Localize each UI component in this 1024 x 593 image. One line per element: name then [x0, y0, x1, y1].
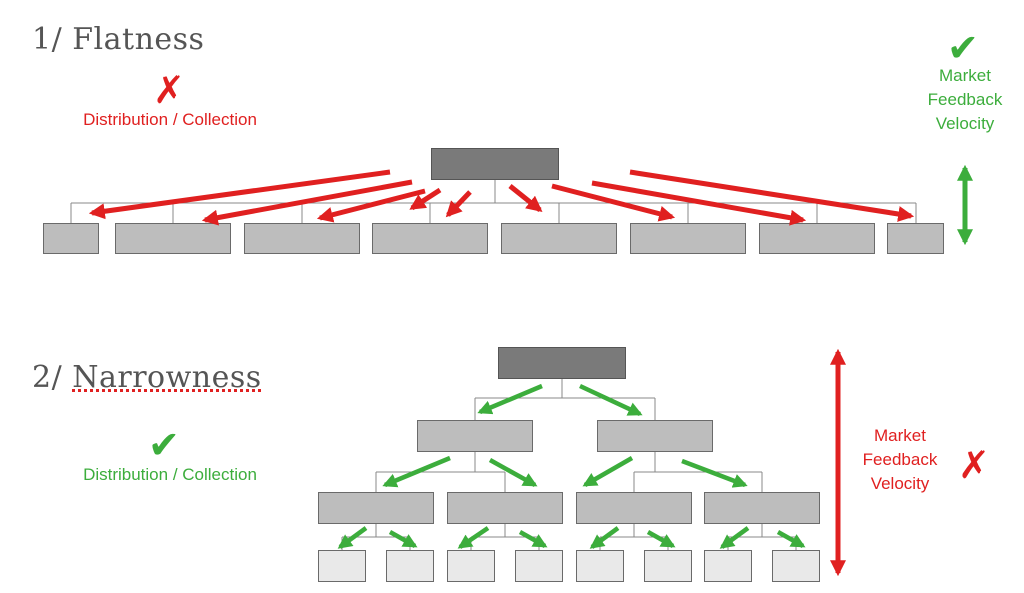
feedback-label-line-1: Market [939, 66, 991, 85]
tree-level2-box [704, 492, 820, 524]
tree-leaf-box [644, 550, 692, 582]
feedback-label-1: Market Feedback Velocity [920, 64, 1010, 136]
tree-root-box [498, 347, 626, 379]
tree-leaf-box [772, 550, 820, 582]
distribution-label-2: Distribution / Collection [83, 465, 257, 484]
flat-leaf-box [759, 223, 875, 254]
flat-leaf-box [501, 223, 617, 254]
tree-leaf-box [576, 550, 624, 582]
tree-level2-box [576, 492, 692, 524]
section-2-title: 2/ Narrowness [32, 360, 262, 395]
tree-level2-box [447, 492, 563, 524]
section-2-title-prefix: 2/ [32, 360, 73, 395]
tree-leaf-box [386, 550, 434, 582]
flat-root-box [431, 148, 559, 180]
tree-distribution-arrows [337, 383, 806, 549]
flat-distribution-arrows [88, 169, 915, 226]
flat-connectors [70, 180, 917, 223]
flat-leaf-box [43, 223, 99, 254]
tree-leaf-box [704, 550, 752, 582]
tree-leaf-box [318, 550, 366, 582]
feedback-cross-icon-2: ✗ [958, 443, 990, 487]
feedback-label-line-2: Feedback [862, 450, 938, 469]
flat-leaf-box [887, 223, 944, 254]
feedback-label-line-3: Velocity [935, 114, 995, 133]
flat-leaf-box [630, 223, 746, 254]
feedback-label-line-2: Feedback [927, 90, 1003, 109]
tree-leaf-box [515, 550, 563, 582]
feedback-label-2: Market Feedback Velocity [855, 424, 945, 496]
tree-connectors [341, 379, 797, 550]
tree-leaf-box [447, 550, 495, 582]
section-2-title-word: Narrowness [72, 360, 262, 395]
flat-leaf-box [244, 223, 360, 254]
distribution-check-icon-2: ✔ [148, 423, 180, 467]
feedback-label-line-3: Velocity [870, 474, 930, 493]
tree-level1-box [597, 420, 713, 452]
feedback-check-icon-1: ✔ [947, 26, 979, 70]
tree-level1-box [417, 420, 533, 452]
section-1-title: 1/ Flatness [32, 22, 205, 57]
distribution-label-1: Distribution / Collection [83, 110, 257, 129]
distribution-cross-icon-1: ✗ [153, 68, 185, 112]
tree-level2-box [318, 492, 434, 524]
flat-leaf-box [115, 223, 231, 254]
feedback-label-line-1: Market [874, 426, 926, 445]
flat-leaf-box [372, 223, 488, 254]
